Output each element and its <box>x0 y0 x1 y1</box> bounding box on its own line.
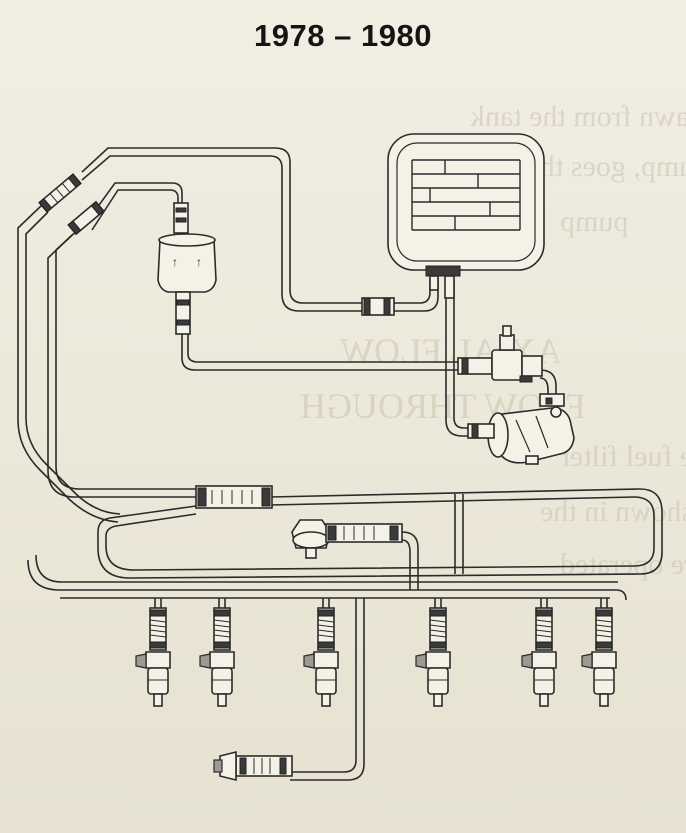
fuel-pump-icon <box>467 393 575 465</box>
fuel-injector-icon <box>303 598 339 707</box>
diagram-title: 1978 – 1980 <box>254 18 432 53</box>
hose-clamp-icon <box>38 173 395 316</box>
svg-text:↑: ↑ <box>196 255 202 269</box>
fuel-injectors <box>135 598 617 707</box>
fuel-injector-icon <box>415 598 451 707</box>
fuel-tank-icon <box>387 133 545 299</box>
cold-start-valve-icon <box>213 750 293 782</box>
fuel-injector-icon <box>521 598 557 707</box>
hose-clamp-icon <box>195 485 273 509</box>
svg-text:↑: ↑ <box>172 255 178 269</box>
pressure-regulator-icon <box>291 519 403 559</box>
fuel-injector-icon <box>135 598 171 707</box>
fuel-injector-icon <box>581 598 617 707</box>
fuel-lines <box>17 147 663 781</box>
fuel-injector-icon <box>199 598 235 707</box>
fuel-filter-icon: ↑ ↑ <box>157 202 217 335</box>
pressure-regulator-icon <box>457 325 543 383</box>
